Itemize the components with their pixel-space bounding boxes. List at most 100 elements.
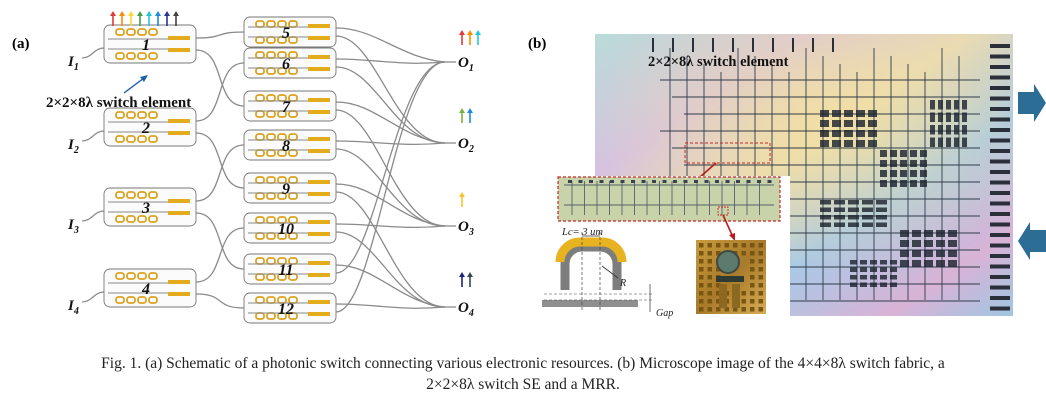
ring-heater — [126, 215, 136, 223]
chip-block — [880, 180, 887, 187]
ring-heater — [137, 272, 147, 280]
chip-block — [962, 112, 967, 122]
output-waveguide — [335, 35, 446, 144]
switch-element-4: 4 — [103, 268, 197, 308]
chip-block — [876, 200, 887, 205]
ring-photo-bus — [716, 276, 744, 282]
element-pad — [308, 220, 330, 224]
chip-block — [946, 137, 951, 147]
wavelength-arrow-head — [128, 11, 134, 16]
chip-block — [938, 100, 943, 110]
chip-block — [820, 110, 829, 117]
element-bus — [108, 38, 170, 50]
input-label-3: I3 — [67, 217, 79, 236]
element-pad — [308, 110, 330, 114]
inset-pad — [757, 180, 761, 183]
bond-pad — [990, 86, 1010, 90]
chip-block — [912, 260, 921, 267]
ring-photo-via — [716, 283, 721, 288]
element-bus — [108, 121, 170, 133]
ring-heater — [137, 215, 147, 223]
output-waveguide — [335, 223, 446, 229]
switch-element-pointer — [123, 77, 145, 94]
chip-block — [900, 250, 909, 257]
ring-photo-via — [741, 291, 746, 296]
bond-pad — [990, 54, 1010, 59]
interstage-waveguide — [195, 49, 245, 107]
output-waveguide — [335, 58, 446, 64]
chip-block — [912, 240, 921, 247]
ring-photo-via — [750, 307, 755, 312]
element-pad — [308, 137, 330, 141]
chip-block — [900, 150, 907, 157]
ring-heater — [115, 111, 125, 119]
bond-pad — [990, 254, 1010, 258]
chip-block — [910, 170, 917, 177]
ring-heater — [126, 296, 136, 304]
output-label-3: O3 — [458, 219, 474, 238]
inset-pad — [610, 180, 614, 183]
chip-block — [954, 125, 959, 135]
element-pad — [168, 48, 190, 52]
chip-block — [820, 207, 831, 212]
panel-a-label: (a) — [12, 36, 30, 52]
chip-block — [900, 180, 907, 187]
element-pad — [168, 199, 190, 203]
bond-pad — [990, 159, 1010, 164]
ring-photo-via — [699, 283, 704, 288]
wavelength-arrow-head — [110, 11, 116, 16]
ring-photo-via — [750, 243, 755, 248]
interstage-waveguide — [195, 227, 245, 283]
ring-photo-via — [707, 275, 712, 280]
element-pad — [308, 149, 330, 153]
ring-photo-via — [750, 283, 755, 288]
ring-photo-via — [699, 291, 704, 296]
switch-element-6: 6 — [243, 47, 337, 79]
ring-photo-via — [758, 267, 763, 272]
mrr-substrate — [542, 300, 638, 307]
chip-block — [924, 250, 933, 257]
chip-block — [930, 112, 935, 122]
chip-block — [880, 282, 887, 287]
chip-block — [832, 110, 841, 117]
bond-pad — [990, 107, 1010, 111]
ring-photo-via — [750, 291, 755, 296]
inset-pad — [662, 180, 667, 183]
ring-heater — [137, 52, 147, 60]
mrr-ring-inner — [572, 256, 610, 292]
element-pad — [308, 312, 330, 316]
chip-block — [910, 150, 917, 157]
wavelength-arrow-head — [164, 11, 170, 16]
ring-photo-via — [750, 267, 755, 272]
chip-block — [850, 282, 857, 287]
ring-photo-via — [707, 267, 712, 272]
chip-block — [860, 275, 867, 280]
output-waveguide — [335, 61, 446, 313]
element-bus — [248, 263, 310, 275]
chip-block — [936, 230, 945, 237]
wavelength-arrow-head — [173, 11, 179, 16]
bond-pad — [990, 222, 1010, 227]
switch-element-label: 2×2×8λ switch element — [46, 95, 191, 111]
figure-caption: Fig. 1. (a) Schematic of a photonic swit… — [10, 353, 1036, 395]
switch-number-6: 6 — [282, 56, 290, 73]
bond-pad — [990, 128, 1010, 132]
ring-heater — [115, 135, 125, 143]
radius-label: R — [619, 278, 626, 289]
ring-photo-via — [716, 299, 721, 304]
chip-block — [900, 170, 907, 177]
element-zoom-structure — [564, 180, 774, 215]
chip-block — [834, 207, 845, 212]
ring-photo-via — [758, 259, 763, 264]
element-highlight-box — [684, 142, 771, 164]
inset-pad — [641, 180, 646, 183]
output-label-2: O2 — [458, 136, 474, 155]
switch-element-12: 12 — [243, 292, 337, 324]
chip-block — [880, 160, 887, 167]
ring-heater — [115, 296, 125, 304]
top-pad — [792, 38, 794, 52]
ring-photo-via — [758, 291, 763, 296]
element-bus — [248, 57, 310, 69]
chip-block — [948, 260, 957, 267]
chip-block — [862, 222, 873, 227]
